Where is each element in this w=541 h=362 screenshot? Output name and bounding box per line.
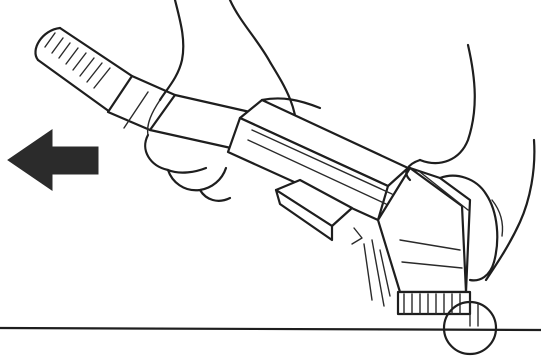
floor-line bbox=[0, 328, 541, 330]
detail-circle bbox=[444, 300, 496, 354]
hose bbox=[35, 28, 250, 150]
nozzle bbox=[228, 98, 470, 292]
direction-arrow-icon bbox=[8, 130, 98, 190]
brush-bristles bbox=[398, 292, 470, 314]
